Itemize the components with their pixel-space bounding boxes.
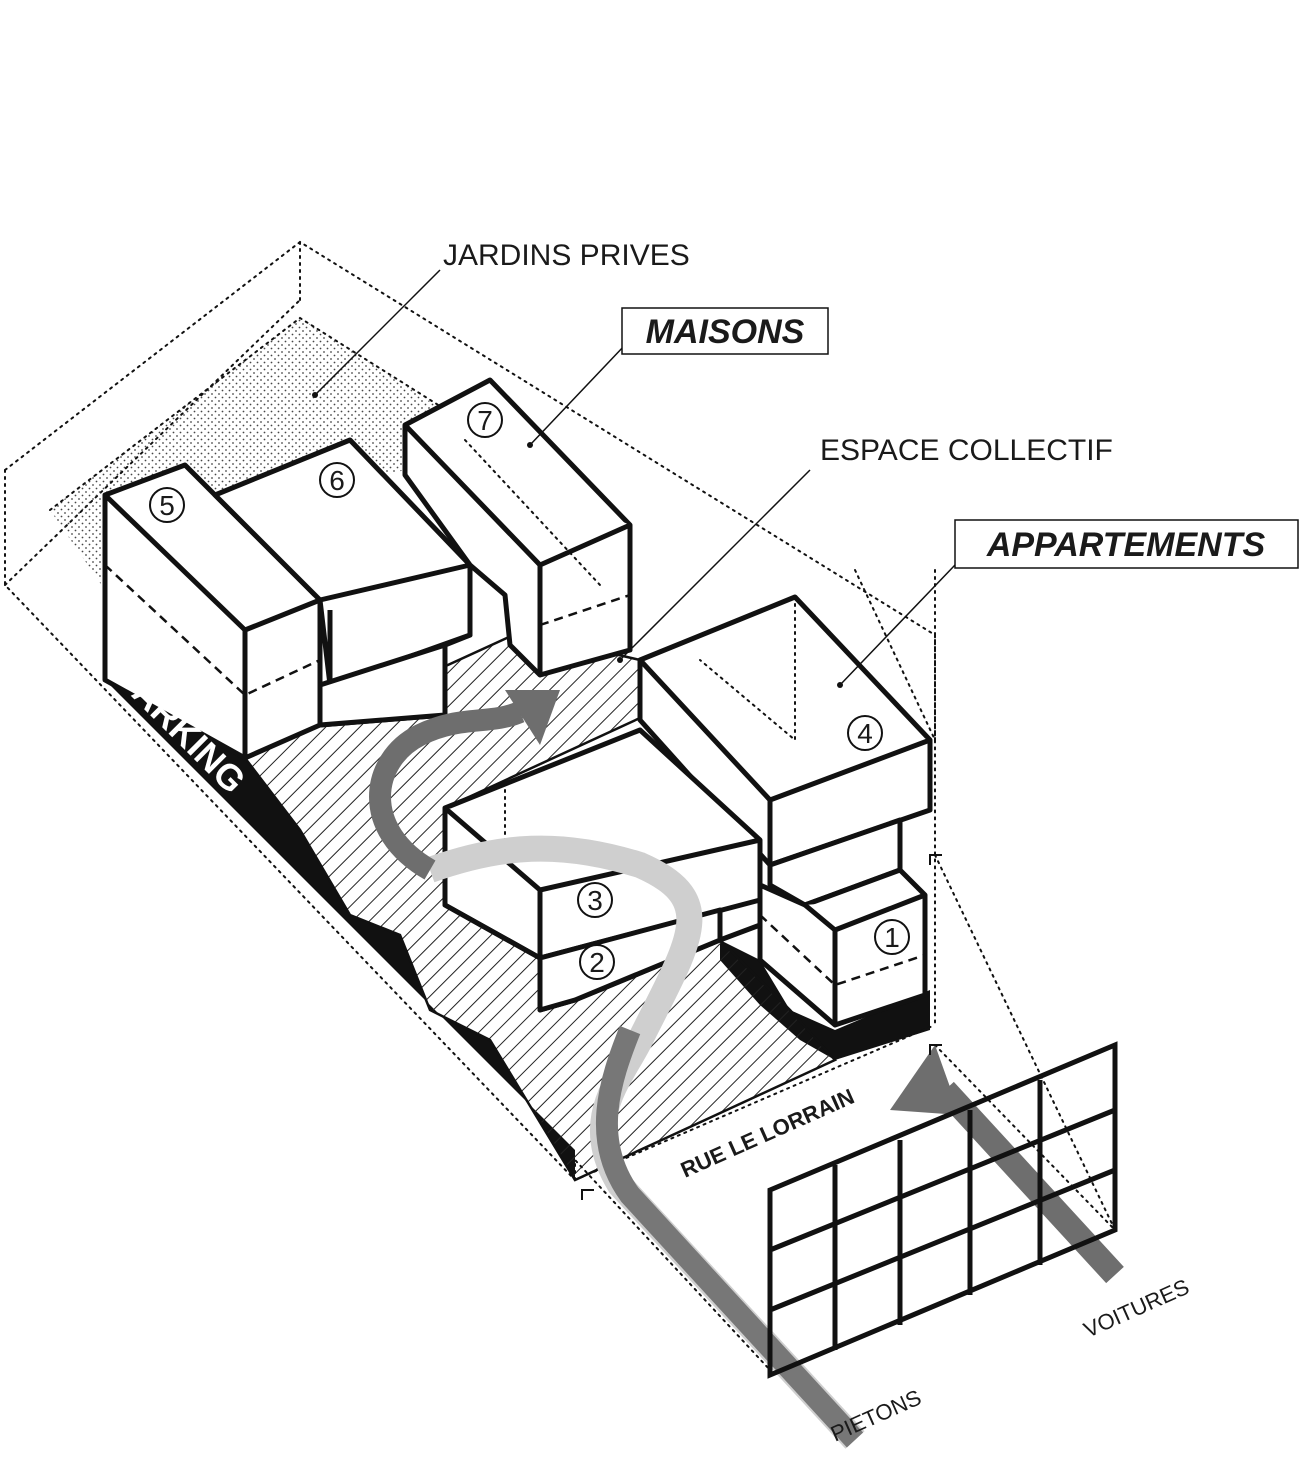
collective-path-arrow [369, 690, 560, 880]
svg-text:2: 2 [589, 947, 605, 978]
unit-marker-5: 5 [149, 487, 185, 523]
unit-marker-4: 4 [847, 715, 883, 751]
pedestrian-path [425, 835, 865, 1449]
svg-text:1: 1 [884, 922, 900, 953]
svg-text:5: 5 [159, 490, 175, 521]
building-7 [402, 377, 633, 678]
appartements-label: APPARTEMENTS [986, 526, 1266, 564]
building-6 [212, 437, 473, 728]
maisons-label-box: MAISONS [621, 307, 829, 355]
corner-ticks [581, 854, 942, 1200]
jardins-prives-label: JARDINS PRIVES [443, 239, 690, 272]
espace-collectif-label: ESPACE COLLECTIF [820, 434, 1113, 467]
unit-marker-3: 3 [577, 882, 613, 918]
unit-marker-6: 6 [319, 462, 355, 498]
building-1 [757, 867, 928, 1028]
svg-text:3: 3 [587, 885, 603, 916]
unit-marker-1: 1 [874, 919, 910, 955]
svg-text:7: 7 [477, 405, 493, 436]
unit-marker-2: 2 [579, 944, 615, 980]
svg-text:6: 6 [329, 465, 345, 496]
svg-text:4: 4 [857, 718, 873, 749]
leader-lines [312, 269, 956, 688]
maisons-label: MAISONS [646, 313, 805, 351]
unit-marker-7: 7 [467, 402, 503, 438]
appartements-label-box: APPARTEMENTS [954, 519, 1299, 569]
voitures-label: VOITURES [1080, 1274, 1193, 1343]
gate-grid [767, 1041, 1118, 1379]
street-edge [574, 569, 1116, 1371]
unit-markers: 5 6 7 4 3 2 1 [149, 402, 910, 980]
